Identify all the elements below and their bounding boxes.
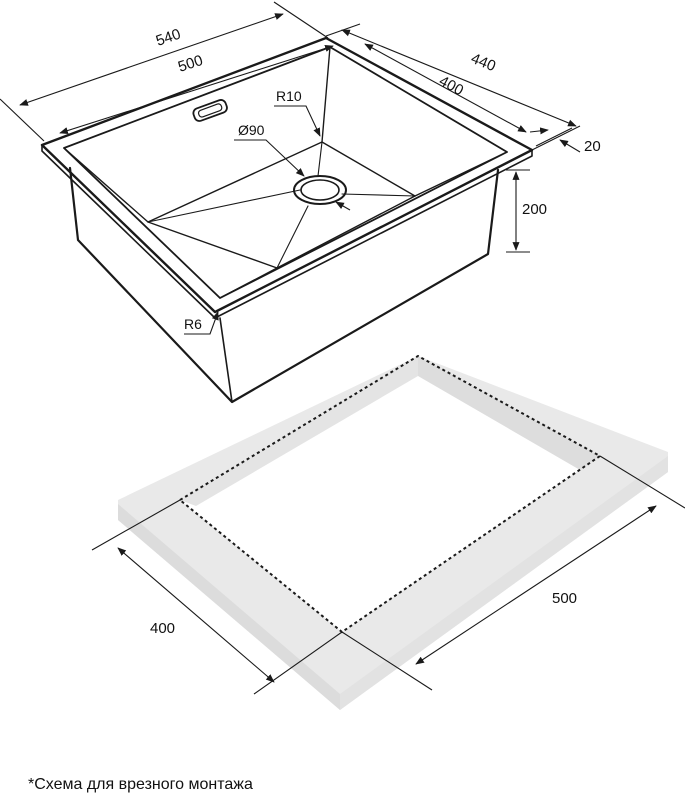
cutout-dim-500: 500 [552,590,577,607]
bowl-front-corner [219,317,233,403]
label-r6: R6 [184,316,202,332]
cutout-wall-left [180,356,418,506]
dim-20: 20 [584,138,601,155]
installation-note: *Схема для врезного монтажа [28,776,253,793]
cutout-dimension-labels: 400 500 [150,590,577,637]
sink-dimension-labels: 540 500 440 400 20 200 R10 Ø90 R6 [154,26,601,332]
dim-540: 540 [154,26,183,50]
dim-200: 200 [522,201,547,218]
dim-400-top: 400 [436,73,466,100]
rim-edge [41,144,533,319]
cutout-dim-400: 400 [150,620,175,637]
sink-dimension-lines [0,1,581,335]
label-d90: Ø90 [238,122,265,138]
overflow-slot-icon [192,99,228,122]
cutout-wall-back [418,356,600,470]
label-r10: R10 [276,88,302,104]
countertop [118,354,668,710]
dim-500: 500 [176,52,205,76]
bowl-bottom [147,141,416,269]
dim-440: 440 [469,50,499,75]
cutout-dimension-lines [91,455,685,695]
cutout-hole [180,356,600,632]
drain [293,175,347,205]
